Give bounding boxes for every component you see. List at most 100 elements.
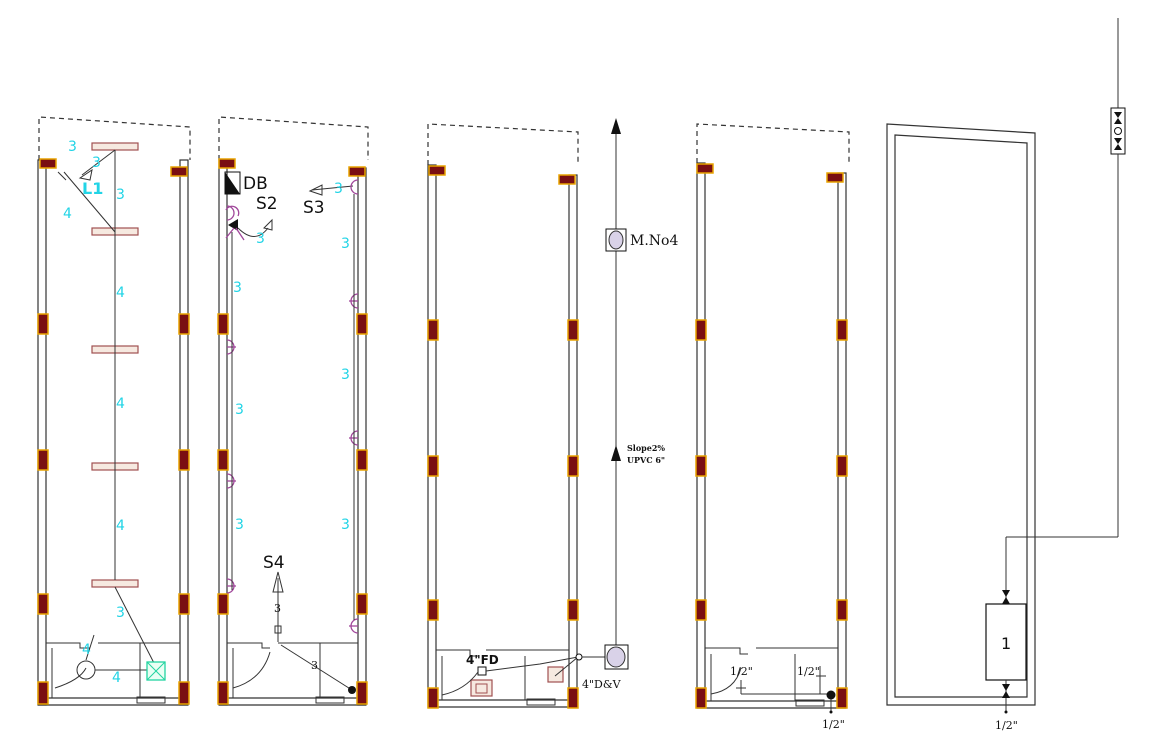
dv-pipe-icon xyxy=(575,653,583,661)
column xyxy=(427,319,439,341)
valve-icon xyxy=(1114,138,1122,144)
power-wire xyxy=(280,644,353,691)
wire-count: 3 xyxy=(256,231,265,247)
window xyxy=(795,699,825,707)
db-label: DB xyxy=(243,174,268,194)
switch-symbol xyxy=(57,171,67,181)
pipe-size-label: 1/2" xyxy=(995,719,1018,732)
flow-arrow-icon xyxy=(611,445,621,461)
column xyxy=(836,455,848,477)
pipe-size-label: 1/2" xyxy=(822,718,845,731)
window xyxy=(136,696,166,704)
wire-count: 3 xyxy=(116,187,125,203)
roof-outline-dashed xyxy=(696,123,850,163)
light-point xyxy=(76,660,96,680)
column xyxy=(836,599,848,621)
lighting-wire xyxy=(85,634,95,661)
column xyxy=(428,165,446,176)
wire-count: 3 xyxy=(334,181,343,197)
wash-basin-icon xyxy=(547,666,564,683)
window xyxy=(315,696,345,704)
column xyxy=(37,313,49,335)
wall-right xyxy=(179,159,189,706)
column xyxy=(39,158,57,169)
wire-count: 3 xyxy=(341,367,350,383)
wire-count: 4 xyxy=(116,285,125,301)
lighting-wire xyxy=(81,149,116,176)
column xyxy=(356,681,368,705)
wire-count: 3 xyxy=(235,517,244,533)
power-plan: DB S2 S3 S4 3 3 3 3 3 xyxy=(217,116,369,706)
valve-icon xyxy=(1002,691,1010,698)
column xyxy=(695,319,707,341)
terrace-outline-inner xyxy=(894,134,1028,698)
terrace-outline-outer xyxy=(886,123,1036,706)
lighting-wire xyxy=(54,667,87,689)
wire-count: 4 xyxy=(63,206,72,222)
water-supply-plan: 1/2" 1/2" 1/2" xyxy=(695,123,850,731)
drainage-plan: 4"FD 4"D&V M.No4 Slope2% UPVC 6" xyxy=(427,118,678,709)
column xyxy=(218,158,236,169)
junction-point xyxy=(348,686,356,694)
circuit-label-s3: S3 xyxy=(303,198,325,218)
power-wire xyxy=(311,185,354,191)
wire-count: 4 xyxy=(116,396,125,412)
column xyxy=(836,687,848,709)
tank-label: 1 xyxy=(1001,634,1011,653)
wall-left xyxy=(37,159,47,706)
lighting-plan: L1 3 3 3 4 4 4 4 3 4 4 xyxy=(37,116,191,706)
wall-left xyxy=(218,159,228,706)
column xyxy=(427,687,439,709)
circuit-label-s2: S2 xyxy=(256,194,278,214)
manhole-label: M.No4 xyxy=(630,233,678,249)
lighting-wire xyxy=(63,171,116,233)
valve-icon xyxy=(1114,144,1122,150)
column xyxy=(356,313,368,335)
pipe-size-label: 1/2" xyxy=(730,665,753,678)
column xyxy=(356,593,368,615)
column xyxy=(178,681,190,705)
wire-count: 4 xyxy=(82,642,91,658)
column xyxy=(348,166,366,177)
wall-left xyxy=(696,162,706,709)
pipe-spec-note: UPVC 6" xyxy=(627,455,665,465)
socket-outlet-icon xyxy=(225,205,240,217)
drain-pipe xyxy=(441,671,479,696)
valve-icon xyxy=(1002,590,1010,597)
slope-note: Slope2% xyxy=(627,443,665,453)
column xyxy=(356,449,368,471)
wire-count: 3 xyxy=(341,517,350,533)
flow-arrow-icon xyxy=(611,118,621,134)
column xyxy=(696,163,714,174)
column xyxy=(427,455,439,477)
pipe-size-label: 1/2" xyxy=(797,665,820,678)
wire-count: 3 xyxy=(274,602,281,615)
column xyxy=(695,687,707,709)
column xyxy=(37,593,49,615)
column xyxy=(695,455,707,477)
floor-drain-icon xyxy=(477,666,487,676)
meter-icon xyxy=(1114,127,1122,135)
toilet-partition xyxy=(227,642,270,649)
riser-point xyxy=(826,690,836,700)
socket-outlet-icon xyxy=(226,205,235,221)
valve-icon xyxy=(1002,684,1010,691)
drain-pipe xyxy=(554,656,579,677)
water-pipe xyxy=(710,667,742,695)
column xyxy=(836,319,848,341)
distribution-board-icon xyxy=(225,172,240,194)
lighting-wire xyxy=(114,586,156,666)
roof-outline-dashed xyxy=(427,123,579,165)
switch-icon xyxy=(228,219,238,231)
dv-label: 4"D&V xyxy=(582,678,622,691)
tube-light xyxy=(91,579,139,588)
column xyxy=(567,599,579,621)
valve-icon xyxy=(1002,597,1010,604)
power-wire xyxy=(237,227,269,237)
circuit-label-s4: S4 xyxy=(263,553,285,573)
window xyxy=(526,698,556,706)
column xyxy=(695,599,707,621)
water-tank xyxy=(985,603,1027,681)
column xyxy=(217,313,229,335)
